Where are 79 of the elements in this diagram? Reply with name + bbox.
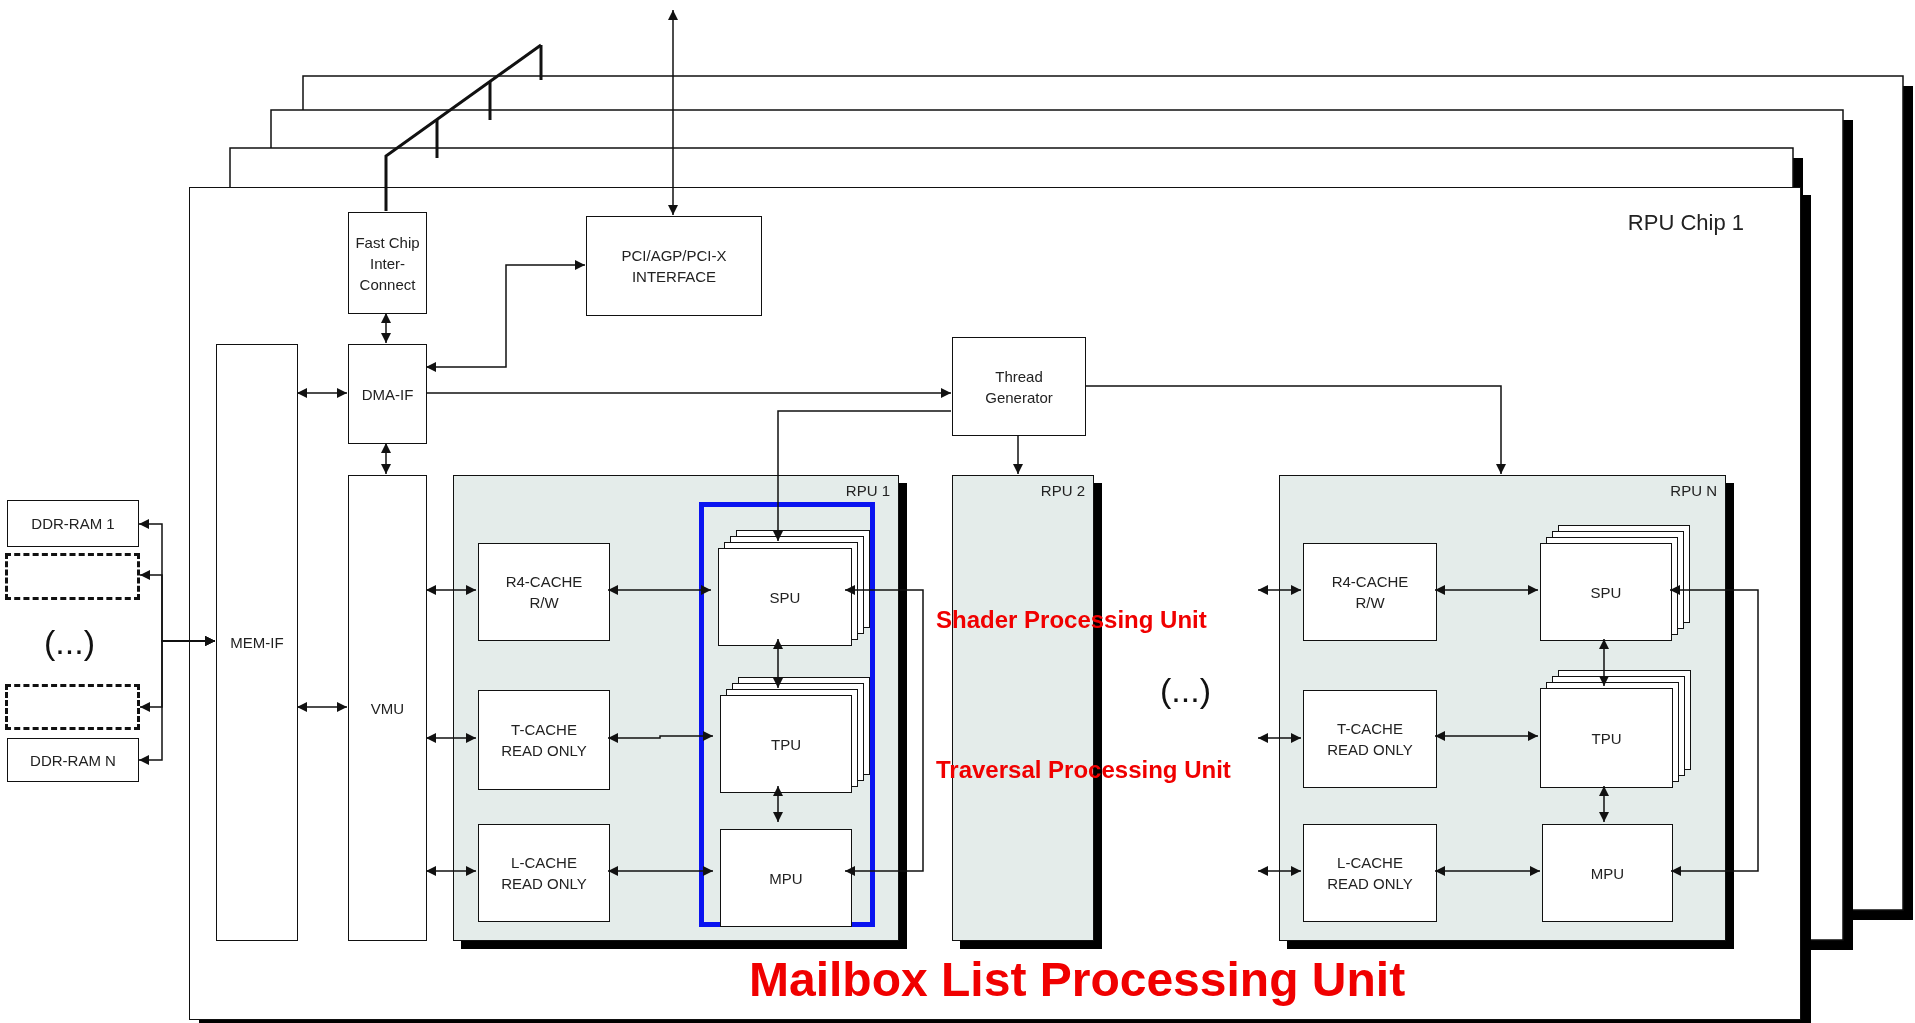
connector-arrow [138, 636, 216, 765]
block-box [720, 695, 852, 793]
block-box [348, 475, 427, 941]
memory-box [7, 500, 139, 547]
connector-arrow [844, 585, 924, 876]
block-box [478, 690, 610, 790]
block-box [952, 337, 1086, 436]
block-box [1540, 543, 1672, 641]
connector-arrow [425, 388, 952, 398]
block-box [348, 344, 427, 444]
ellipsis-text: (...) [44, 623, 95, 662]
connector-arrow [1599, 638, 1609, 687]
connector-arrow [773, 638, 783, 689]
annotation-text: Mailbox List Processing Unit [749, 952, 1406, 1007]
block-label: T-CACHE READ ONLY [1326, 719, 1414, 760]
connector-arrow [1257, 733, 1302, 743]
block-box [1303, 824, 1437, 922]
block-label: L-CACHE READ ONLY [500, 853, 588, 894]
connector-arrow [1013, 434, 1023, 475]
connector-arrow [296, 702, 348, 712]
block-label: PCI/AGP/PCI-X INTERFACE [620, 246, 728, 287]
block-label: L-CACHE READ ONLY [1326, 853, 1414, 894]
block-label: TPU [771, 734, 801, 755]
block-label: T-CACHE READ ONLY [500, 720, 588, 761]
block-label: MPU [769, 868, 803, 889]
connector-arrow [381, 442, 391, 475]
connector-arrow [1434, 731, 1539, 741]
unit-title: RPU 1 [845, 482, 890, 499]
connector-arrow [1434, 866, 1541, 876]
connector-arrow [668, 9, 678, 216]
connector-arrow [607, 585, 712, 595]
connector-arrow [1257, 866, 1302, 876]
block-label: SPU [1590, 582, 1622, 603]
placeholder-box [5, 553, 140, 600]
ellipsis-text: (...) [1160, 671, 1211, 710]
block-label: R4-CACHE R/W [1330, 572, 1410, 613]
highlight-frame [699, 502, 875, 927]
block-label: DDR-RAM N [30, 750, 116, 771]
block-box [586, 216, 762, 316]
block-box [1542, 824, 1673, 922]
placeholder-box [5, 684, 140, 730]
connector-arrow [381, 312, 391, 344]
memory-box [7, 738, 139, 782]
block-label: MEM-IF [230, 633, 284, 653]
chip-title: RPU Chip 1 [1627, 210, 1744, 236]
connector-arrow [425, 866, 477, 876]
connector-arrow [773, 785, 783, 823]
unit-title: RPU 2 [1040, 482, 1085, 499]
block-box [348, 212, 427, 314]
connector-arrow [1257, 585, 1302, 595]
block-box [718, 548, 852, 646]
block-label: SPU [769, 587, 801, 608]
block-label: MPU [1590, 863, 1625, 884]
connector-arrow [1599, 785, 1609, 823]
block-label: Thread Generator [984, 366, 1054, 408]
connector-arrow [425, 585, 477, 595]
connector-arrow [425, 733, 477, 743]
connector-arrow [1669, 585, 1759, 876]
connector-arrow [1084, 385, 1506, 475]
block-label: DDR-RAM 1 [31, 514, 115, 534]
connector-arrow [773, 410, 952, 542]
connector-arrow [296, 388, 348, 398]
block-label: DMA-IF [361, 384, 414, 405]
connector-arrow [1434, 585, 1539, 595]
block-label: R4-CACHE R/W [504, 572, 584, 613]
block-box [216, 344, 298, 941]
block-box [1540, 688, 1673, 788]
connector-arrow [607, 866, 714, 876]
connector-arrow [607, 731, 714, 743]
block-box [1303, 543, 1437, 641]
block-label: TPU [1591, 728, 1622, 749]
block-box [720, 829, 852, 927]
block-box [478, 824, 610, 922]
block-label: VMU [370, 698, 405, 719]
block-box [478, 543, 610, 641]
block-box [1303, 690, 1437, 788]
block-label: Fast Chip Inter-Connect [354, 232, 421, 295]
connector-arrow [425, 260, 586, 372]
unit-title: RPU N [1670, 482, 1717, 499]
